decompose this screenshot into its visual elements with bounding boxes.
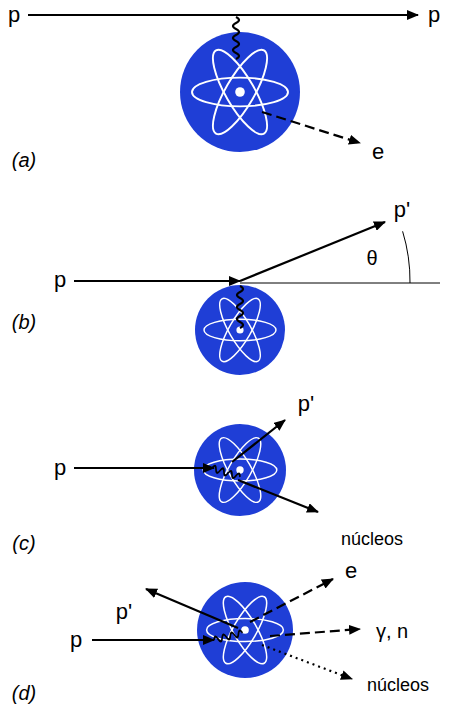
particle-label: p [54, 456, 66, 480]
product-label: núcleos [367, 676, 429, 696]
angle-arc [403, 231, 410, 283]
angle-label: θ [366, 247, 377, 269]
particle-label: p [428, 3, 440, 27]
proton-track [92, 639, 214, 641]
particle-label: e [372, 140, 384, 164]
proton-track [74, 467, 214, 469]
electron-track [262, 112, 360, 143]
particle-label: p [8, 3, 20, 27]
nucleus-track [238, 480, 318, 512]
exchange-wave [233, 17, 239, 59]
exchange-wave [211, 465, 241, 480]
panel-a [28, 15, 418, 152]
scattered-track [146, 589, 238, 628]
particle-label: p' [394, 198, 410, 222]
particle-label: p' [298, 392, 314, 416]
gamma-neutron-track [270, 629, 360, 636]
exchange-wave [237, 286, 243, 328]
product-label: núcleos [341, 530, 403, 550]
particle-label: e [345, 559, 357, 583]
panel-label: (a) [12, 149, 36, 171]
proton-track [28, 14, 418, 16]
atom [194, 424, 286, 516]
atom [180, 32, 300, 152]
product-label: γ, n [376, 620, 408, 642]
particle-label: p [54, 268, 66, 292]
panel-label: (b) [12, 311, 36, 333]
panel-b [74, 222, 440, 375]
scattered-track [240, 222, 385, 281]
particle-label: p' [116, 600, 132, 624]
electron-track [250, 579, 333, 622]
atom [195, 285, 285, 375]
scattered-track [232, 420, 285, 462]
panel-d [92, 579, 360, 679]
atom [197, 582, 293, 678]
panel-label: (d) [12, 682, 36, 704]
particle-label: p [70, 628, 82, 652]
proton-track [74, 280, 240, 282]
panel-c [74, 420, 318, 516]
panel-label: (c) [12, 532, 35, 554]
exchange-wave [213, 630, 243, 643]
nucleus-track [262, 645, 352, 679]
